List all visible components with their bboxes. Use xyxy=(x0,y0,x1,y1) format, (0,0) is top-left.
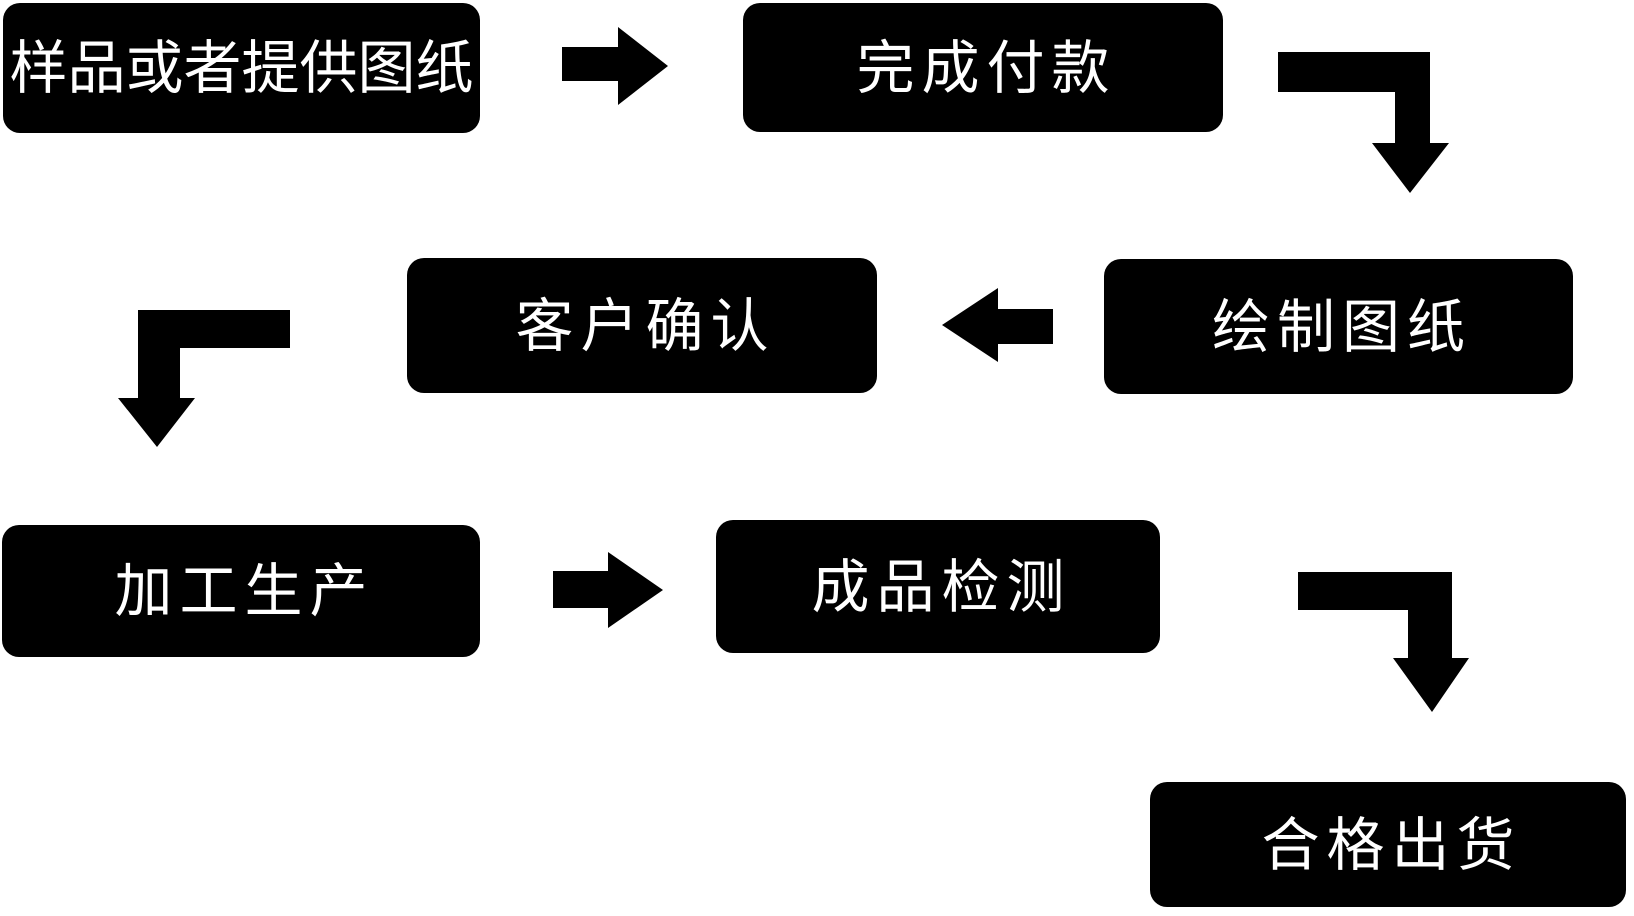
arrow-elbow-down-right-icon xyxy=(1278,52,1449,193)
node-label: 合格出货 xyxy=(1261,810,1522,879)
arrow-left-icon xyxy=(942,288,1053,362)
flow-node-product-inspection: 成品检测 xyxy=(716,520,1160,653)
flow-node-qualified-shipment: 合格出货 xyxy=(1150,782,1626,907)
arrow-right-icon xyxy=(562,27,668,105)
flow-node-production: 加工生产 xyxy=(2,525,480,657)
arrow-elbow-down-right-icon xyxy=(1298,572,1469,712)
arrow-elbow-down-left-icon xyxy=(118,310,290,447)
node-label: 样品或者提供图纸 xyxy=(9,34,474,102)
flow-node-complete-payment: 完成付款 xyxy=(743,3,1223,132)
node-label: 客户确认 xyxy=(515,291,776,360)
node-label: 成品检测 xyxy=(811,552,1072,621)
arrow-right-icon xyxy=(553,552,663,628)
flow-node-draw-drawings: 绘制图纸 xyxy=(1104,259,1573,394)
node-label: 加工生产 xyxy=(114,557,375,625)
node-label: 绘制图纸 xyxy=(1211,292,1472,361)
node-label: 完成付款 xyxy=(856,33,1117,102)
flow-node-customer-confirm: 客户确认 xyxy=(407,258,877,393)
flow-node-sample-or-drawing: 样品或者提供图纸 xyxy=(3,3,480,133)
